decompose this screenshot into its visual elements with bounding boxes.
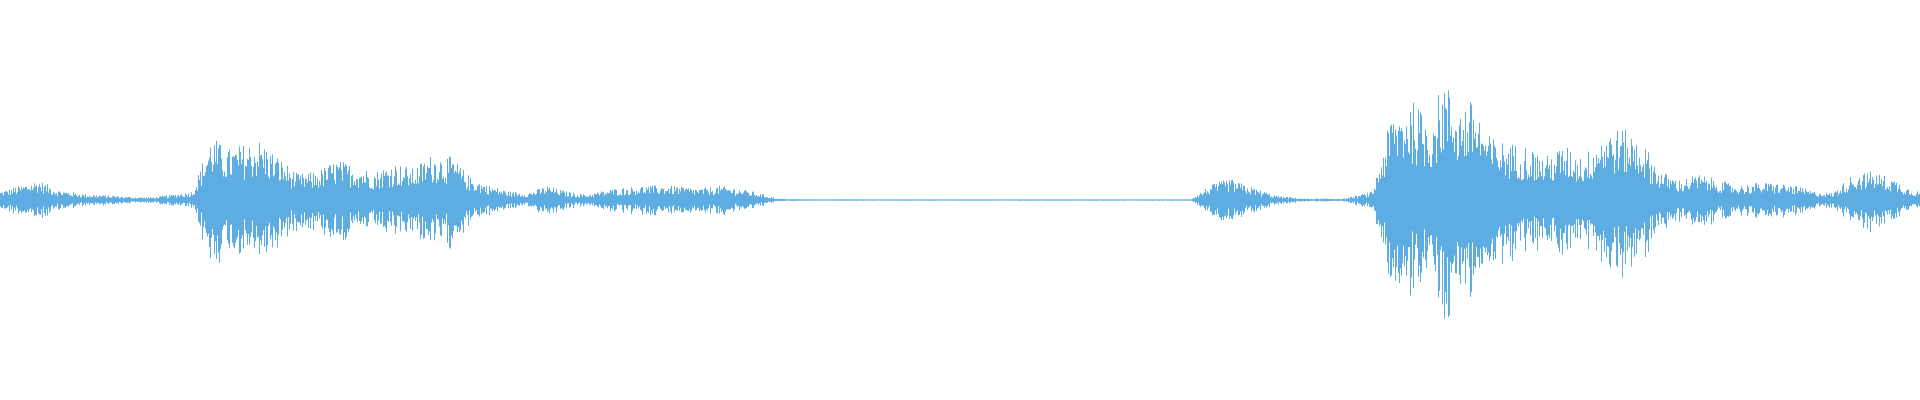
waveform-bars	[0, 90, 1920, 319]
